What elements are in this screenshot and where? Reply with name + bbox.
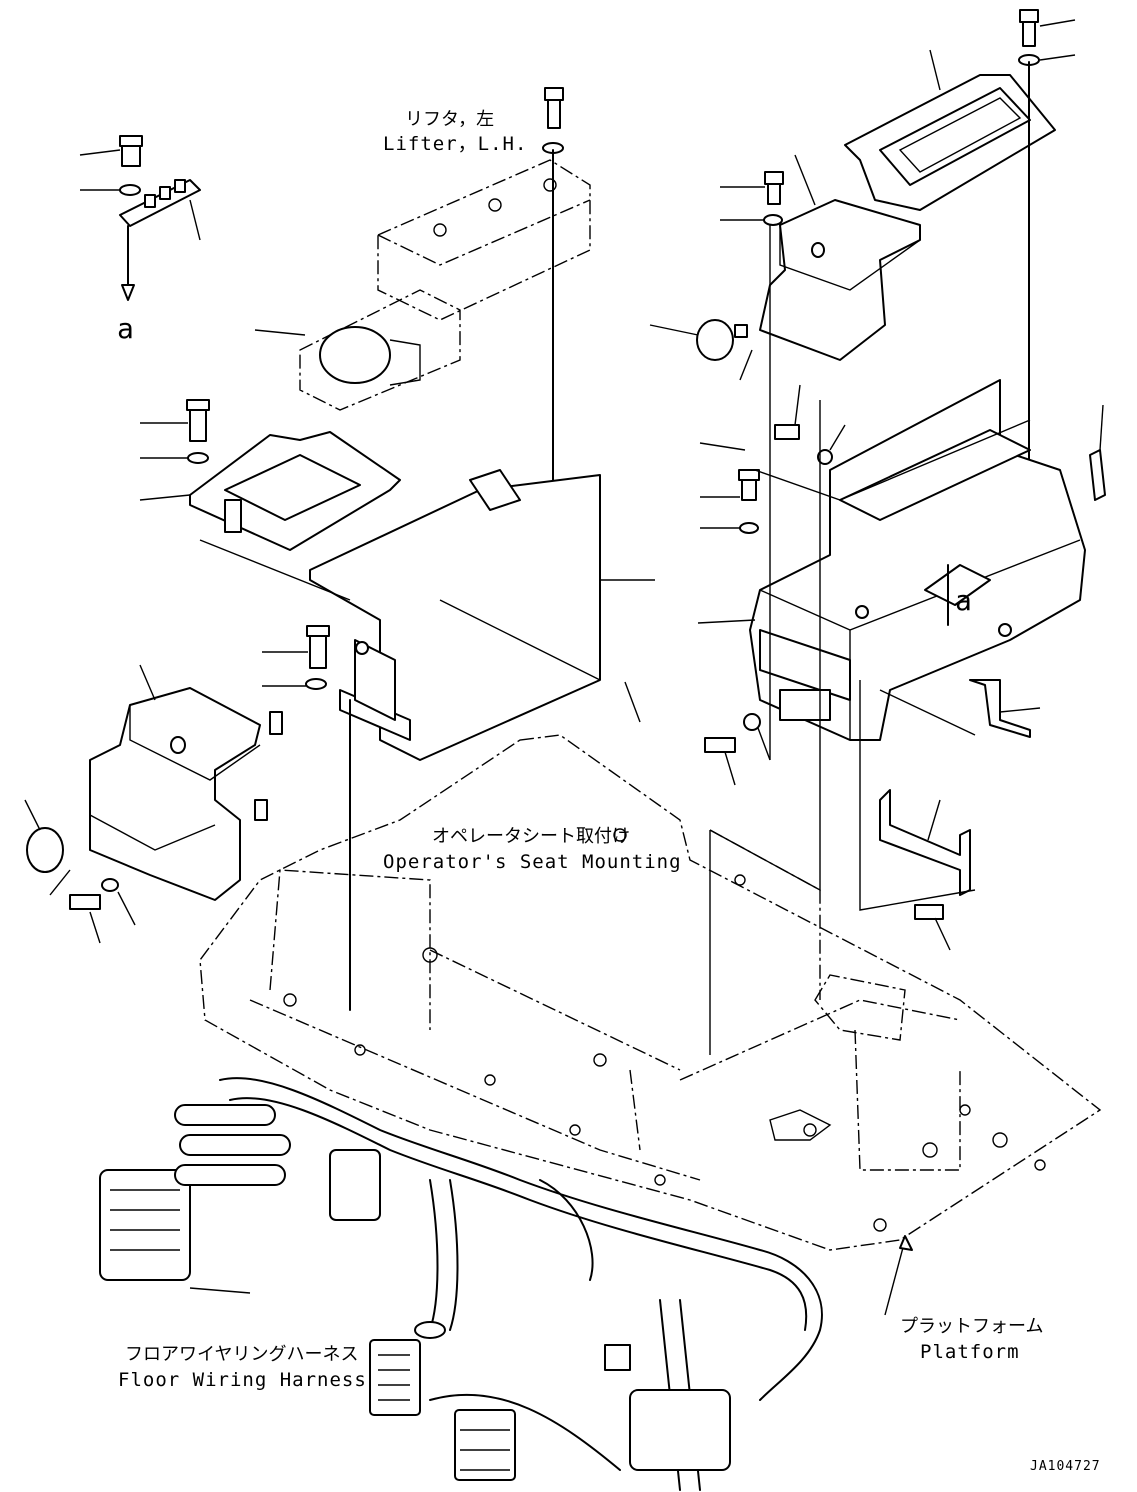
- platform-label-jp: プラットフォーム: [900, 1316, 1043, 1337]
- seat-mounting-label-jp: オペレータシート取付け: [432, 826, 630, 847]
- right-upper-cover: [696, 171, 921, 361]
- lifter-bolt: [542, 87, 564, 491]
- top-right-bracket: [844, 9, 1056, 581]
- seat-mounting-label-en: Operator's Seat Mounting: [383, 851, 682, 873]
- leader-lines: [24, 19, 1104, 1316]
- harness-label-jp: フロアワイヤリングハーネス: [125, 1344, 358, 1365]
- terminal-strip: a: [117, 135, 201, 345]
- lifter-lh: [299, 159, 591, 411]
- seat-bracket-plate: [186, 399, 401, 551]
- lifter-label-en: Lifter，L.H.: [383, 133, 527, 155]
- reference-mark-a: a: [117, 312, 135, 345]
- harness-label-en: Floor Wiring Harness: [118, 1369, 367, 1391]
- reference-mark-a-bracket: a: [955, 584, 973, 617]
- center-panel: [305, 469, 601, 1011]
- drawing-number: JA104727: [1030, 1459, 1101, 1474]
- lifter-label-jp: リフタ，左: [405, 109, 494, 130]
- right-small-bracket: [879, 789, 971, 920]
- platform-label-en: Platform: [920, 1341, 1020, 1363]
- platform: [199, 734, 1102, 1251]
- floor-wiring-harness: [99, 1077, 823, 1491]
- right-main-frame: a: [704, 379, 1106, 753]
- left-box-cover: [26, 687, 283, 910]
